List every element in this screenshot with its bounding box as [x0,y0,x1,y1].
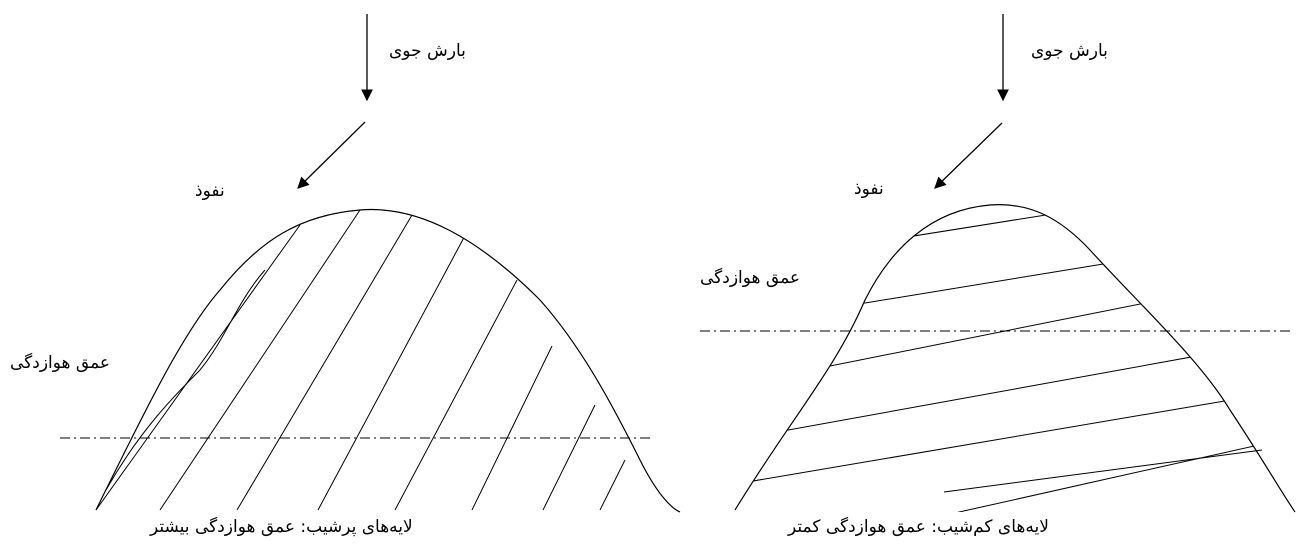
left-infiltration-label: نفوذ [195,181,225,201]
left-inner-slope-line [105,269,266,491]
left-weathering-depth-label: عمق هوازدگی [10,353,111,373]
right-caption: لایه‌های کم‌شیب: عمق هوازدگی کمتر [788,517,1049,537]
right-weathering-depth-label: عمق هوازدگی [700,268,801,288]
left-steep-strata [96,209,626,511]
right-precipitation-label: بارش جوی [1031,41,1108,61]
left-caption: لایه‌های پرشیب: عمق هوازدگی بیشتر [150,517,413,537]
left-infiltration-arrow [297,121,366,189]
right-gentle-strata [735,204,1291,512]
right-hill-outline [734,204,1296,513]
left-hill-outline [95,208,681,513]
left-precipitation-label: بارش جوی [389,41,466,61]
right-infiltration-label: نفوذ [854,179,884,199]
right-bottom-stratum [943,449,1263,493]
right-infiltration-arrow [934,122,1003,189]
